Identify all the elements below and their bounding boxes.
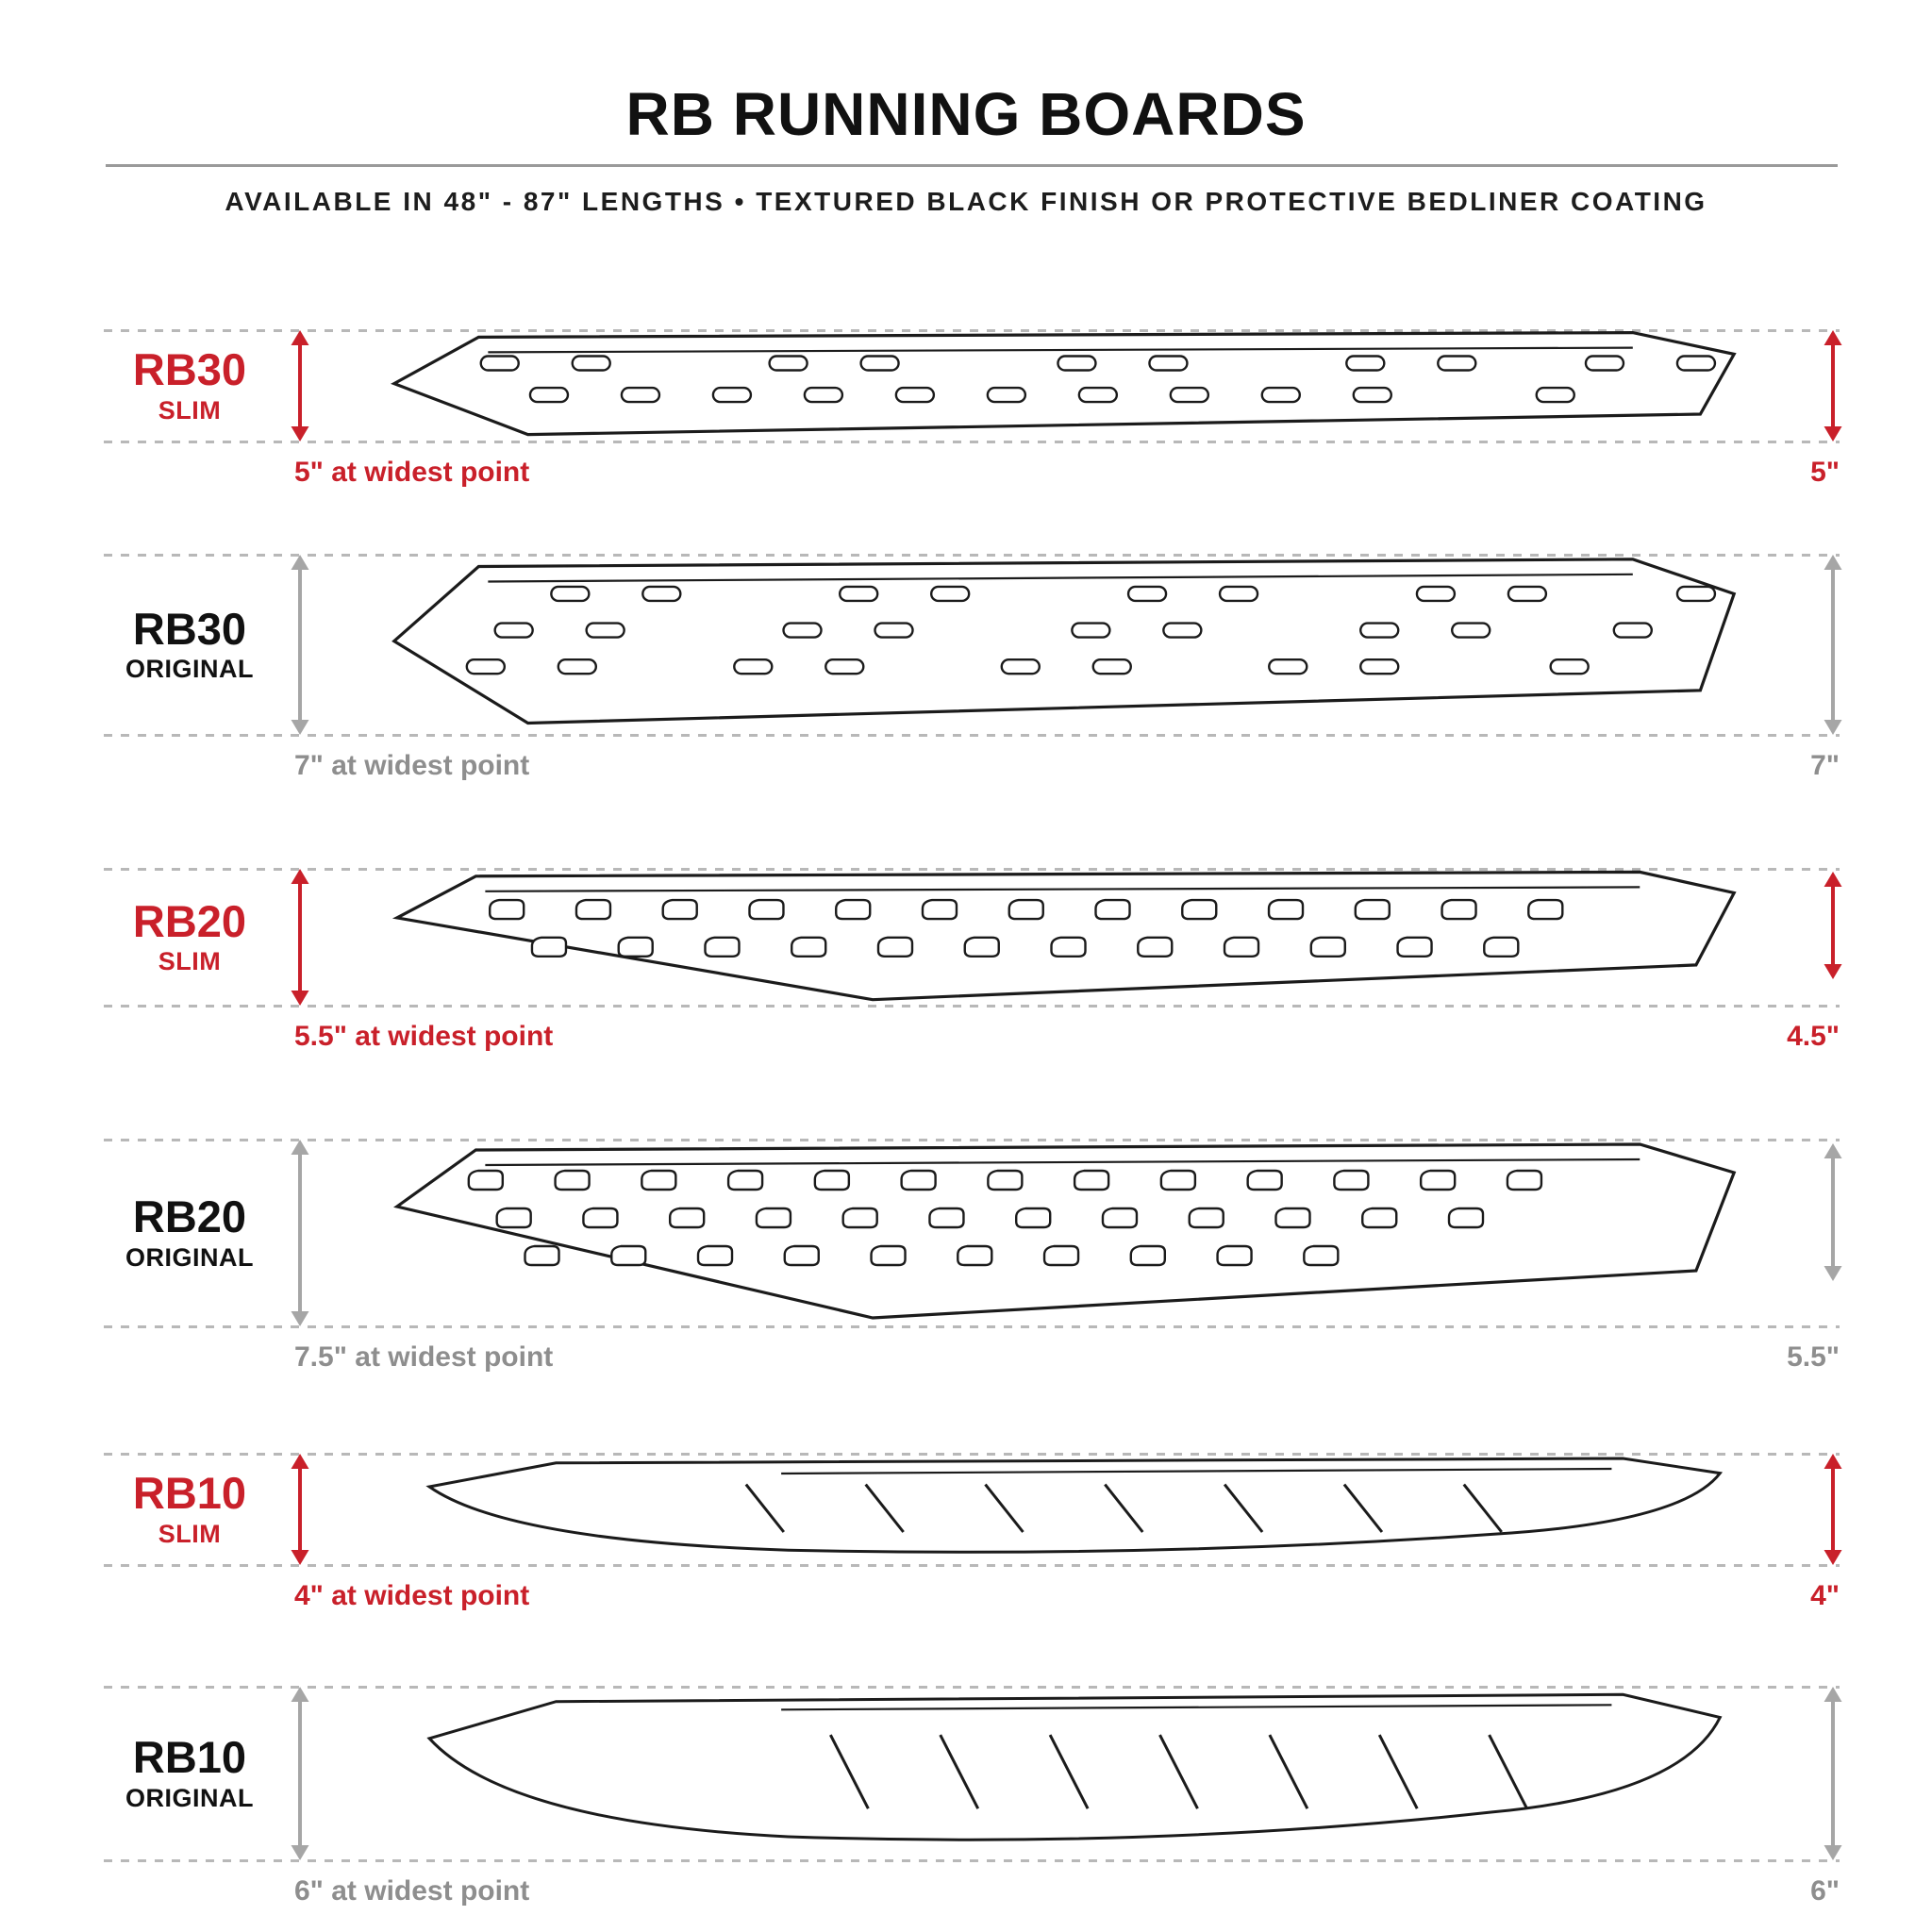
row-rb30-original: RB30 ORIGINAL 7" at widest point 7" <box>0 554 1932 802</box>
row-rb20-original: RB20 ORIGINAL 7.5" at widest point 5.5" <box>0 1139 1932 1393</box>
row-rb10-slim: RB10 SLIM 4" at widest point 4" <box>0 1453 1932 1632</box>
dash-line-top <box>104 1453 1840 1456</box>
dash-line-bottom <box>104 1859 1840 1862</box>
height-arrow-left-icon <box>291 555 309 735</box>
model-label: RB30 ORIGINAL <box>104 554 275 736</box>
model-label: RB20 SLIM <box>104 868 275 1007</box>
widest-point-label: 5.5" at widest point <box>294 1021 554 1052</box>
board-drawing-rb30-slim <box>390 330 1737 437</box>
model-label: RB10 ORIGINAL <box>104 1686 275 1861</box>
widest-point-label: 4" at widest point <box>294 1580 530 1611</box>
dash-line-bottom <box>104 734 1840 737</box>
dash-line-top <box>104 1139 1840 1141</box>
dash-line-bottom <box>104 1325 1840 1328</box>
model-label: RB20 ORIGINAL <box>104 1139 275 1327</box>
model-name: RB20 <box>132 1191 247 1242</box>
model-label: RB30 SLIM <box>104 329 275 442</box>
row-rb20-slim: RB20 SLIM 5.5" at widest point 4.5" <box>0 868 1932 1073</box>
height-value-label: 5" <box>1810 457 1840 488</box>
height-value-label: 6" <box>1810 1875 1840 1907</box>
widest-point-label: 7.5" at widest point <box>294 1341 554 1373</box>
model-name: RB10 <box>132 1468 247 1519</box>
height-arrow-left-icon <box>291 869 309 1006</box>
page-subtitle: AVAILABLE IN 48" - 87" LENGTHS • TEXTURE… <box>225 187 1707 216</box>
height-arrow-right-icon <box>1824 1454 1842 1565</box>
model-name: RB20 <box>132 895 247 946</box>
model-name: RB30 <box>132 603 247 654</box>
dash-line-bottom <box>104 1005 1840 1008</box>
height-arrow-left-icon <box>291 330 309 441</box>
height-value-label: 7" <box>1810 750 1840 781</box>
variant-name: ORIGINAL <box>125 1783 254 1812</box>
dash-line-bottom <box>104 1564 1840 1567</box>
row-rb30-slim: RB30 SLIM 5" at widest point 5" <box>0 329 1932 508</box>
widest-point-label: 5" at widest point <box>294 457 530 488</box>
title-divider <box>106 164 1838 167</box>
board-drawing-rb20-original <box>393 1142 1737 1320</box>
board-drawing-rb10-slim <box>425 1457 1724 1554</box>
row-rb10-original: RB10 ORIGINAL 6" at widest point 6" <box>0 1686 1932 1927</box>
board-drawing-rb30-original <box>391 558 1737 725</box>
model-name: RB10 <box>132 1732 247 1783</box>
widest-point-label: 6" at widest point <box>294 1875 530 1907</box>
height-arrow-right-icon <box>1824 1143 1842 1281</box>
widest-point-label: 7" at widest point <box>294 750 530 781</box>
height-arrow-right-icon <box>1824 872 1842 979</box>
variant-name: ORIGINAL <box>125 1242 254 1272</box>
variant-name: SLIM <box>158 395 222 425</box>
variant-name: ORIGINAL <box>125 655 254 684</box>
height-value-label: 4.5" <box>1787 1021 1840 1052</box>
variant-name: SLIM <box>158 1519 222 1548</box>
page-title: RB RUNNING BOARDS <box>625 80 1307 148</box>
height-arrow-right-icon <box>1824 330 1842 441</box>
height-value-label: 4" <box>1810 1580 1840 1611</box>
height-arrow-left-icon <box>291 1687 309 1860</box>
dash-line-bottom <box>104 441 1840 443</box>
height-arrow-left-icon <box>291 1454 309 1565</box>
variant-name: SLIM <box>158 947 222 976</box>
height-arrow-left-icon <box>291 1140 309 1326</box>
dash-line-top <box>104 554 1840 557</box>
model-label: RB10 SLIM <box>104 1453 275 1566</box>
dash-line-top <box>104 868 1840 871</box>
height-arrow-right-icon <box>1824 555 1842 735</box>
model-name: RB30 <box>132 344 247 395</box>
board-drawing-rb10-original <box>426 1692 1723 1841</box>
dash-line-top <box>104 329 1840 332</box>
dash-line-top <box>104 1686 1840 1689</box>
height-value-label: 5.5" <box>1787 1341 1840 1373</box>
height-arrow-right-icon <box>1824 1687 1842 1860</box>
board-drawing-rb20-slim <box>391 870 1737 1002</box>
